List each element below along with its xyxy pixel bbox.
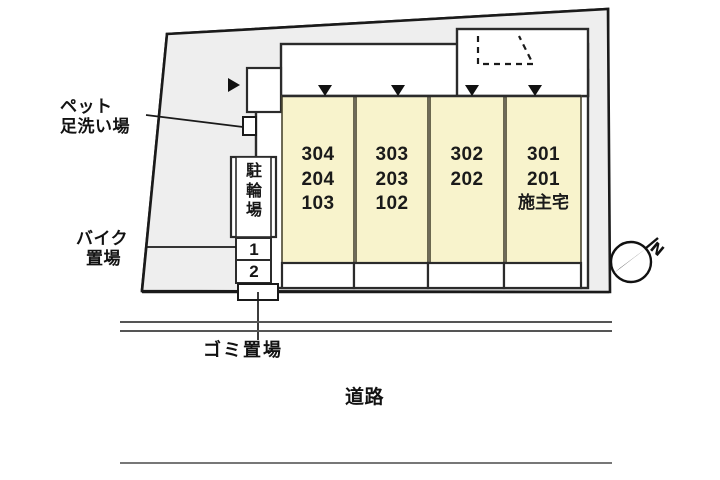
unit-302-line-2: 202 bbox=[450, 168, 484, 190]
down-triangle-icon bbox=[465, 85, 479, 96]
down-triangle-icon bbox=[391, 85, 405, 96]
down-triangle-icon bbox=[528, 85, 542, 96]
down-triangle-icon bbox=[318, 85, 332, 96]
pet-wash-label: ペット 足洗い場 bbox=[60, 97, 130, 137]
unit-block-304 bbox=[281, 95, 355, 264]
entry-vestibule-box bbox=[245, 66, 283, 114]
pet-wash-label-line1: ペット bbox=[60, 97, 113, 117]
pet-wash-box bbox=[242, 116, 257, 136]
balcony-strip-304 bbox=[280, 261, 356, 290]
unit-label-col-2: 302 202 bbox=[430, 143, 504, 192]
unit-301-line-3: 施主宅 bbox=[518, 193, 569, 214]
balcony-strip-303 bbox=[352, 261, 430, 290]
bicycle-parking-char-3: 場 bbox=[245, 200, 262, 220]
unit-304-line-2: 204 bbox=[301, 168, 335, 190]
unit-303-line-1: 303 bbox=[375, 144, 409, 165]
unit-301-line-1: 301 bbox=[527, 144, 560, 165]
balcony-strip-302 bbox=[426, 261, 506, 290]
unit-303-line-2: 203 bbox=[375, 168, 409, 190]
unit-block-301 bbox=[505, 95, 582, 264]
unit-label-col-4: 304 204 103 bbox=[282, 143, 354, 217]
bicycle-parking-label: 駐 輪 場 bbox=[242, 161, 266, 220]
balcony-strip-301 bbox=[502, 261, 583, 290]
bike-slot-1-number: 1 bbox=[249, 240, 259, 259]
unit-304-line-1: 304 bbox=[301, 144, 335, 165]
unit-301-line-2: 201 bbox=[527, 168, 560, 190]
pet-wash-leader-line bbox=[145, 114, 244, 128]
unit-303-line-3: 102 bbox=[375, 193, 409, 215]
bike-park-label-line2: 置場 bbox=[86, 249, 121, 270]
compass-north-icon: N bbox=[609, 237, 668, 284]
unit-label-col-1: 301 201 施主宅 bbox=[506, 143, 581, 214]
bike-park-label-line1: バイク bbox=[76, 229, 129, 249]
right-triangle-icon bbox=[228, 78, 240, 92]
garbage-label: ゴミ置場 bbox=[203, 340, 283, 361]
pet-wash-label-line2: 足洗い場 bbox=[60, 117, 130, 138]
stair-dashed-outline bbox=[476, 35, 535, 66]
unit-304-line-3: 103 bbox=[301, 193, 335, 215]
bike-park-label: バイク 置場 bbox=[76, 229, 128, 269]
bike-slot-2-number: 2 bbox=[249, 262, 259, 281]
bicycle-parking-char-2: 輪 bbox=[245, 180, 262, 200]
road-label: 道路 bbox=[345, 386, 385, 408]
bicycle-parking-inner-frame bbox=[235, 156, 272, 238]
unit-302-line-1: 302 bbox=[450, 144, 484, 165]
bicycle-parking-char-1: 駐 bbox=[245, 161, 262, 180]
unit-label-col-3: 303 203 102 bbox=[356, 143, 428, 217]
unit-block-303 bbox=[355, 95, 429, 264]
unit-block-302 bbox=[429, 95, 505, 264]
